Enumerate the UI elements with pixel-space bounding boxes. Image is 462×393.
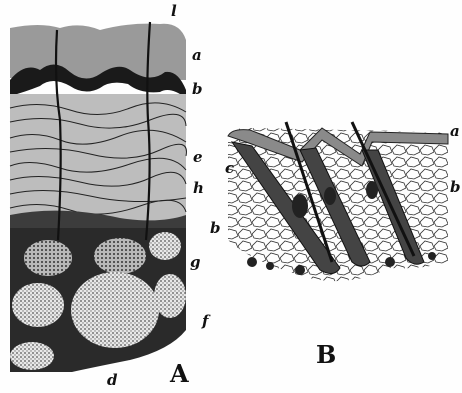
- label-a: a: [192, 48, 202, 63]
- caption-a: A: [170, 362, 189, 386]
- label-b: b: [192, 82, 203, 97]
- label-l: l: [171, 4, 177, 19]
- label-e: e: [193, 150, 203, 165]
- label-h: h: [193, 181, 204, 196]
- label-f: f: [202, 314, 208, 329]
- label-g: g: [190, 255, 201, 270]
- panel-b-section: [228, 122, 448, 281]
- label-b-b-right: b: [450, 180, 461, 195]
- label-b-a: a: [450, 124, 460, 139]
- label-b-b-left: b: [210, 221, 221, 236]
- panel-a-section: [10, 22, 186, 372]
- caption-b: B: [316, 343, 336, 367]
- label-d: d: [107, 373, 118, 388]
- label-b-c: c: [225, 161, 234, 176]
